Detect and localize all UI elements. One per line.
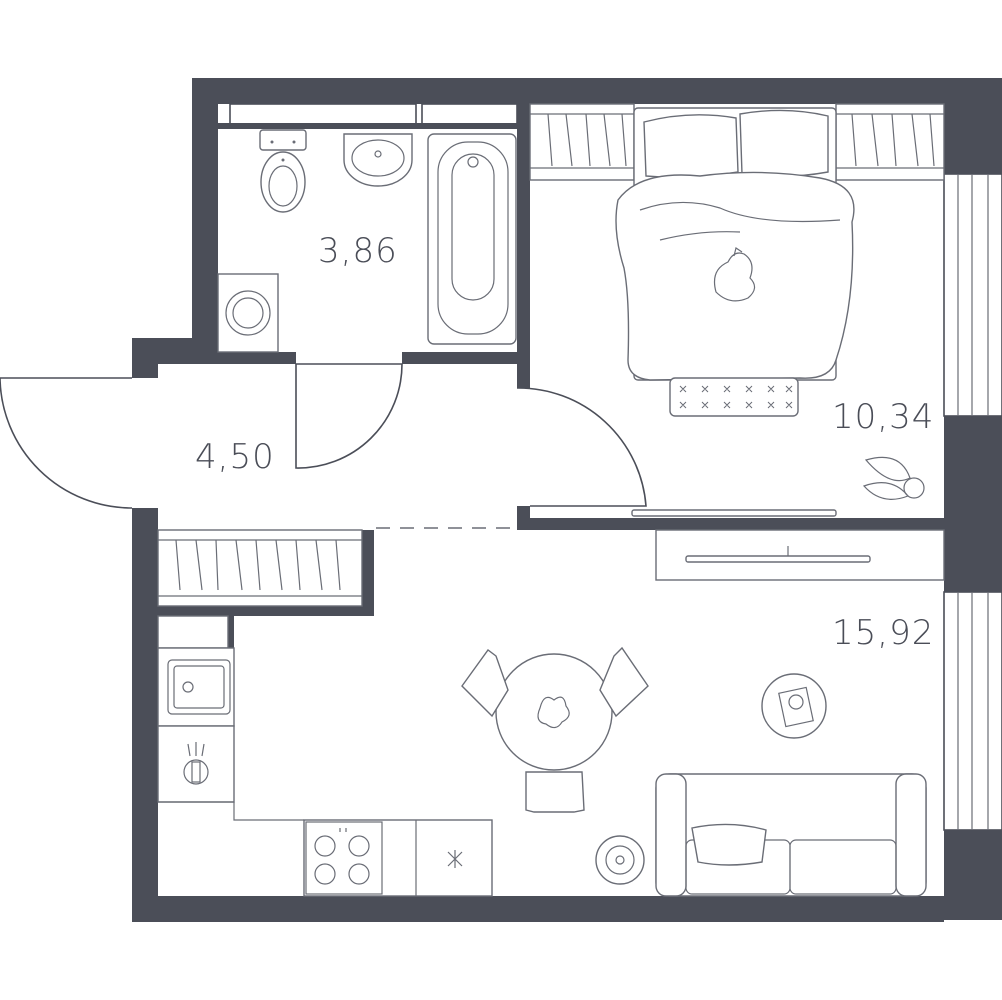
plant-icon bbox=[862, 456, 925, 500]
living-kitchen-area: 15,92 bbox=[832, 613, 934, 653]
stove-icon bbox=[305, 821, 383, 895]
wardrobe-icon bbox=[529, 103, 945, 181]
bedroom: 10,34 bbox=[529, 103, 945, 517]
rug-icon bbox=[669, 377, 799, 417]
bathroom: 3,86 bbox=[217, 129, 517, 353]
kitchen-sink-icon bbox=[167, 659, 231, 715]
bedroom-area: 10,34 bbox=[832, 397, 934, 437]
sink-icon bbox=[343, 133, 413, 187]
bed-icon bbox=[615, 107, 855, 381]
toilet-icon bbox=[259, 129, 307, 213]
tv-icon bbox=[655, 529, 945, 581]
hallway-area: 4,50 bbox=[195, 437, 275, 477]
kitchen-counter bbox=[157, 615, 493, 897]
living-kitchen: 15,92 bbox=[157, 529, 945, 897]
walls bbox=[132, 78, 1002, 922]
dining-table-icon bbox=[495, 653, 613, 771]
robot-vacuum-icon bbox=[595, 835, 645, 885]
doors bbox=[0, 363, 647, 529]
windows bbox=[218, 103, 1002, 831]
wardrobe-icon bbox=[157, 529, 363, 607]
fridge-icon bbox=[415, 820, 463, 896]
cat-icon bbox=[713, 247, 756, 302]
washing-machine-icon bbox=[217, 273, 279, 353]
sofa-icon bbox=[655, 773, 927, 897]
bathroom-area: 3,86 bbox=[318, 231, 398, 271]
hallway: 4,50 bbox=[157, 437, 363, 607]
tap-icon bbox=[183, 742, 209, 785]
coffee-table-icon bbox=[761, 673, 827, 739]
chair-icon bbox=[461, 646, 649, 813]
bathtub-icon bbox=[427, 133, 517, 345]
